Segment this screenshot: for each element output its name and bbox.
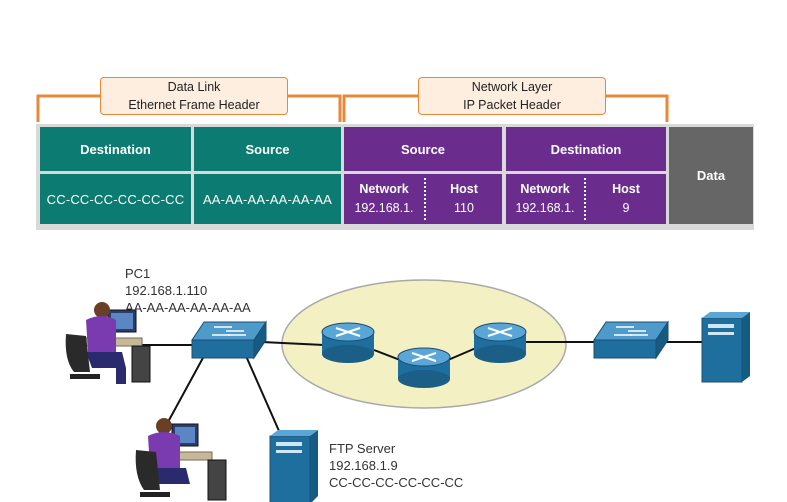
ftp-server-label: FTP Server 192.168.1.9 CC-CC-CC-CC-CC-CC [329,440,463,491]
data-link-title: Data Link [167,80,221,94]
eth-destination-mac: CC-CC-CC-CC-CC-CC [40,174,191,224]
network-layer-header-label: Network Layer IP Packet Header [418,77,606,115]
data-link-header-label: Data Link Ethernet Frame Header [100,77,288,115]
ip-packet-header-label: IP Packet Header [463,98,561,112]
network-value: 192.168.1. [515,201,575,215]
server-icon [269,430,318,502]
network-label: Network [520,182,570,196]
switch-icon [593,320,669,360]
ip-source-network: Network 192.168.1. [344,174,424,224]
ip-dest-host: Host 9 [586,174,666,224]
eth-source-title: Source [194,127,341,171]
host-value: 110 [454,201,474,215]
eth-source-mac: AA-AA-AA-AA-AA-AA [194,174,341,224]
pc-user-icon [135,418,227,501]
network-host-divider [584,178,586,220]
network-host-divider [424,178,426,220]
router-icon [321,322,375,363]
host-label: Host [612,182,640,196]
ip-destination-title: Destination [506,127,666,171]
ip-source-address: Network 192.168.1. Host 110 [344,174,502,224]
server-icon [701,312,750,383]
ftp-ip: 192.168.1.9 [329,458,398,473]
ip-dest-network: Network 192.168.1. [506,174,584,224]
pc1-mac: AA-AA-AA-AA-AA-AA [125,300,251,315]
network-topology [65,279,750,502]
ip-source-host: Host 110 [426,174,502,224]
data-field: Data [669,127,753,224]
network-links [130,341,703,441]
ftp-name: FTP Server [329,441,396,456]
pc1-ip: 192.168.1.110 [125,283,208,298]
switch-icon [191,320,267,360]
host-label: Host [450,182,478,196]
network-label: Network [359,182,409,196]
router-icon [473,322,527,363]
ip-source-title: Source [344,127,502,171]
network-layer-title: Network Layer [471,80,553,94]
ethernet-frame-header-label: Ethernet Frame Header [128,98,260,112]
router-icon [397,347,451,388]
ip-destination-address: Network 192.168.1. Host 9 [506,174,666,224]
host-value: 9 [622,201,630,215]
network-cloud [281,279,567,409]
pc1-name: PC1 [125,266,151,281]
pc1-label: PC1 192.168.1.110 AA-AA-AA-AA-AA-AA [125,265,251,316]
pc-user-icon [65,302,151,384]
ftp-mac: CC-CC-CC-CC-CC-CC [329,475,464,490]
eth-destination-title: Destination [40,127,191,171]
network-value: 192.168.1. [354,201,414,215]
